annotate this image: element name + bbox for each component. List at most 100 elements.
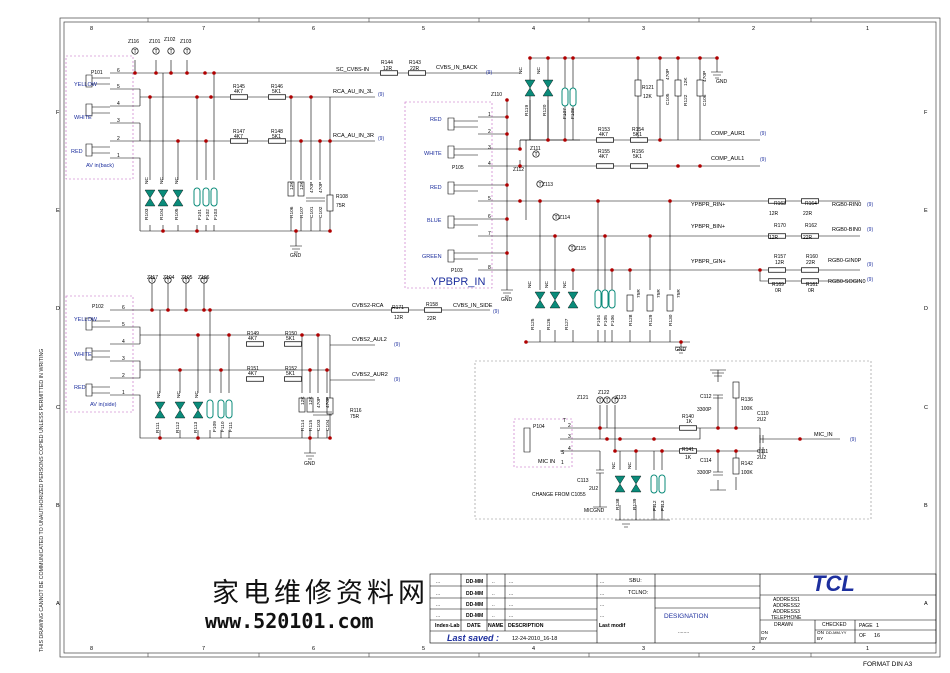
c112-val: 3300P (697, 407, 712, 413)
r151-ref: R151 (247, 366, 259, 372)
svg-text:Z101: Z101 (149, 39, 161, 45)
mic-testpoints: Z121 Z122 Z123 (577, 390, 627, 404)
column-marker: 5 (422, 646, 425, 652)
svg-text:1: 1 (122, 390, 125, 396)
r136-ref: R136 (741, 397, 753, 403)
svg-text:F106: F106 (610, 315, 616, 326)
svg-text:C106: C106 (702, 94, 708, 106)
c111-ref: C111 (757, 449, 768, 455)
p102-white: WHITE (74, 352, 92, 358)
svg-text:Last modif: Last modif (599, 623, 625, 629)
svg-text:Z116: Z116 (128, 39, 139, 45)
svg-text:7: 7 (488, 231, 491, 237)
designation-label: DESIGNATION (664, 613, 709, 620)
r140-ref: R140 (682, 414, 694, 420)
column-marker: 2 (752, 26, 755, 32)
change-note: CHANGE FROM C1055 (532, 492, 586, 498)
svg-text:Z110: Z110 (491, 92, 502, 98)
row-marker: D (56, 306, 60, 312)
svg-text:1: 1 (561, 460, 564, 466)
r141-val: 1K (685, 455, 692, 461)
svg-text:R127: R127 (564, 318, 570, 330)
side-ferrite-refs: F109 F110 F111 (212, 421, 234, 432)
side-note: THIS DRAWING CANNOT BE COMMUNICATED TO U… (39, 349, 45, 652)
row-marker: D (924, 306, 928, 312)
net-rgb0-gin0p: RGB0-GIN0P (828, 258, 862, 264)
page-ref-10: (9) (867, 227, 873, 233)
revision-cell: .. (492, 613, 495, 619)
c114-val: 3300P (697, 470, 712, 476)
revision-cell: DD-MM (466, 579, 483, 585)
svg-text:470P: 470P (702, 71, 708, 82)
p103-label: P103 (451, 268, 463, 274)
p101-caption: AV in(back) (86, 163, 114, 169)
r144-ref: R144 (381, 60, 393, 66)
revision-cell: .. (492, 591, 495, 597)
top-back-testpoints: Z116 Z101 Z102 Z103 (128, 37, 192, 55)
r160-val: 22R (806, 260, 816, 266)
net-rca-au-in-3l: RCA_AU_IN_3L (333, 89, 373, 95)
r164-ref: R164 (805, 201, 817, 207)
svg-text:R139: R139 (632, 498, 638, 510)
r158-ref: R158 (426, 302, 438, 308)
svg-text:Z106: Z106 (198, 275, 210, 281)
gnd-ypbpr-top: GND (716, 79, 728, 85)
ypbpr-ferrites-icon (561, 87, 616, 309)
revision-cell: ... (509, 602, 513, 608)
r155-val: 4K7 (599, 154, 608, 160)
back-ferrites-icon (193, 187, 218, 207)
p102-label: P102 (92, 304, 104, 310)
net-ypbpr-bin: YPBPR_BIN+ (691, 224, 725, 230)
svg-text:3: 3 (568, 434, 571, 440)
svg-text:NC: NC (176, 391, 182, 398)
tcl-logo: TCL (812, 571, 855, 596)
back-caps-icon (287, 181, 325, 202)
net-sc-cvbs-in: SC_CVBS-IN (336, 67, 369, 73)
svg-text:2: 2 (488, 129, 491, 135)
svg-text:12K: 12K (289, 181, 295, 190)
title-block (429, 573, 937, 644)
svg-text:F103: F103 (213, 209, 219, 220)
gnd-ypbpr-bottom: GND (675, 347, 687, 353)
svg-text:Z117: Z117 (147, 275, 158, 281)
page-ref-1: (9) (486, 70, 492, 76)
net-rgb0-sogin0: RGB0-SOGIN0 (828, 279, 866, 285)
r136-val: 100K (741, 406, 753, 412)
svg-text:NC: NC (562, 281, 568, 288)
row-marker: F (924, 110, 928, 116)
column-marker: 4 (532, 26, 535, 32)
svg-text:DATE: DATE (467, 623, 481, 629)
svg-text:NC: NC (144, 177, 150, 184)
net-rgb0-rin0: RGB0-RIN0 (832, 202, 861, 208)
revision-cell: ... (600, 602, 604, 608)
svg-text:ADDRESS2: ADDRESS2 (773, 603, 800, 609)
r154-ref: R154 (632, 127, 644, 133)
column-marker: 2 (752, 646, 755, 652)
svg-text:2: 2 (122, 373, 125, 379)
page-ref-2: (9) (378, 92, 384, 98)
svg-text:75R: 75R (636, 289, 642, 298)
net-ypbpr-rin: YPBPR_RIN+ (691, 202, 725, 208)
r108-val: 75R (336, 203, 346, 209)
column-marker: 5 (422, 26, 425, 32)
r143-ref: R143 (409, 60, 421, 66)
net-cvbs-in-back: CVBS_IN_BACK (436, 65, 478, 71)
p101-label: P101 (91, 70, 103, 76)
revision-cell: .. (492, 579, 495, 585)
net-comp-aur1: COMP_AUR1 (711, 131, 745, 137)
svg-text:R130: R130 (668, 314, 674, 326)
column-marker: 3 (642, 646, 645, 652)
p104-label: P104 (533, 424, 545, 430)
ypbpr-white: WHITE (424, 151, 442, 157)
svg-text:Z112: Z112 (513, 167, 524, 173)
svg-text:1: 1 (488, 112, 491, 118)
revision-cell: .. (492, 602, 495, 608)
svg-text:3: 3 (488, 145, 491, 151)
svg-text:C105: C105 (665, 93, 671, 105)
r151-val: 4K7 (248, 371, 257, 377)
ypbpr-title: YPBPR_IN (431, 276, 485, 288)
page-ref-7: (9) (760, 131, 766, 137)
checked-value: DD-MM-YY (826, 630, 847, 635)
svg-text:12K: 12K (300, 396, 306, 405)
column-marker: 7 (202, 26, 205, 32)
